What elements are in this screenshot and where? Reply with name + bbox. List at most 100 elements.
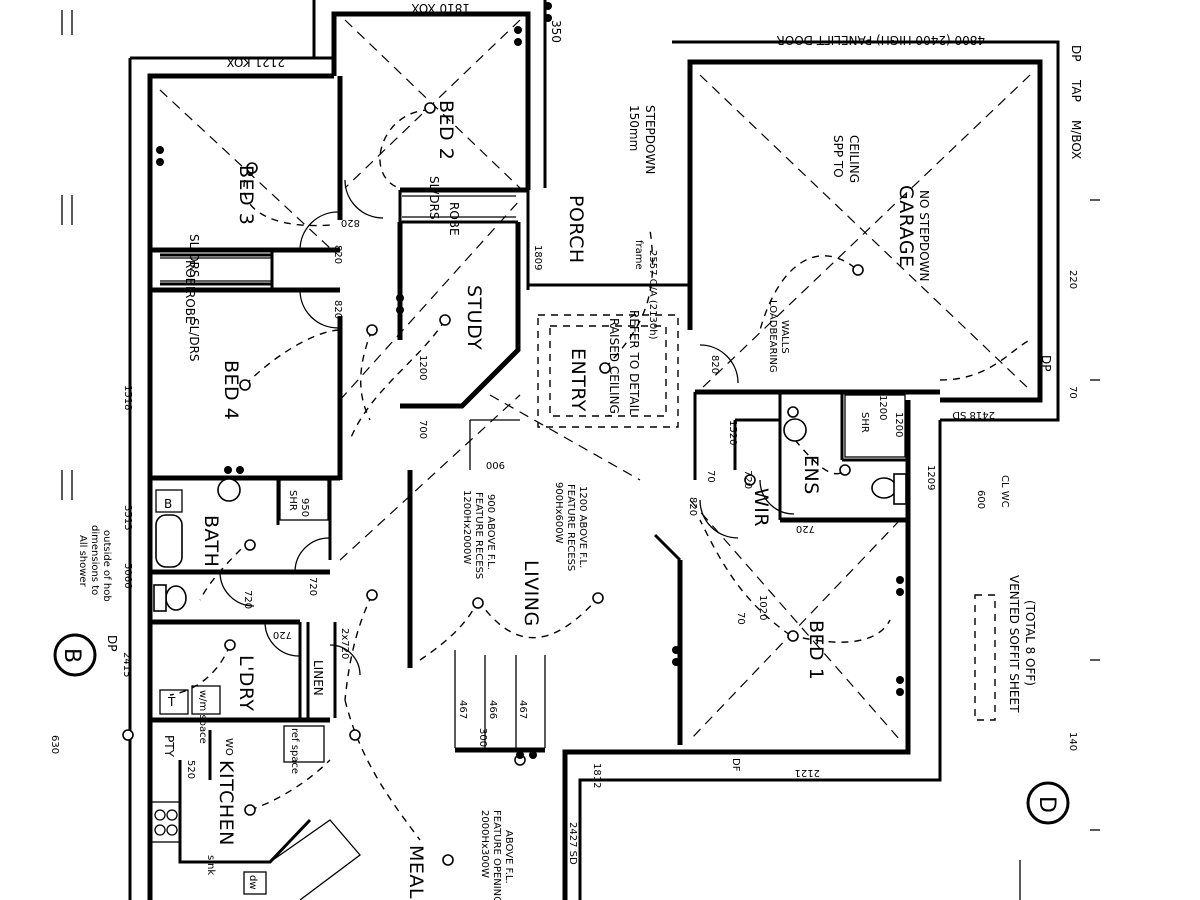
dim-720-c: 720 (273, 629, 292, 640)
room-meals: MEALS (405, 845, 427, 900)
label-ldry-t: T (167, 695, 176, 709)
label-opening-height: ABOVE F.L. (503, 830, 514, 884)
room-bed3: BED 3 (235, 165, 257, 225)
steps (454, 419, 546, 748)
dim-630: 630 (49, 735, 60, 754)
room-ldry: L'DRY (235, 655, 257, 712)
dim-1200-ens: 1200 (877, 395, 888, 420)
dim-1200-ens-2: 1200 (893, 412, 904, 437)
dim-720-e: 720 (742, 470, 753, 489)
room-pty: PTY (162, 735, 176, 758)
external-walls (128, 0, 1060, 900)
label-robe-bed4: ROBE (183, 290, 197, 324)
dim-720-d: 720 (796, 523, 815, 534)
label-df: DF (730, 758, 741, 772)
dim-466: 466 (487, 700, 498, 719)
dim-5066: 5066 (122, 563, 133, 588)
dim-820-d: 820 (709, 355, 720, 374)
dim-1809: 1809 (532, 245, 543, 270)
dim-3513: 3513 (122, 505, 133, 530)
dim-720-a: 720 (307, 577, 318, 596)
room-bed2: BED 2 (435, 100, 457, 160)
dim-2121-kox: 2121 KOX (227, 55, 285, 69)
dim-1812: 1812 (591, 763, 602, 788)
label-panelift: 4800 (2400 HIGH) PANELIFT DOOR (776, 33, 985, 47)
dim-xox-top: 1810 XOX (411, 1, 470, 15)
label-sldrs-bed2: SL/DRS (427, 176, 441, 220)
label-dp-garage: DP (1039, 355, 1053, 371)
label-ref-space: ref space (289, 728, 300, 774)
dim-2x720: 2x720 (339, 628, 350, 659)
label-robe-bed2: ROBE (447, 202, 461, 236)
label-mbox: M/BOX (1069, 120, 1083, 159)
label-bath-b: B (164, 497, 172, 511)
fixtures (149, 394, 907, 900)
dim-350: 350 (549, 20, 563, 43)
dim-1209: 1209 (925, 465, 936, 490)
room-linen: LINEN (311, 660, 325, 696)
dim-900: 900 (486, 459, 505, 470)
grid-marker-d: D (1034, 796, 1059, 813)
label-150mm: 150mm (627, 105, 641, 151)
label-cl-wc: CL WC (999, 475, 1010, 508)
label-dw: dw (247, 875, 258, 890)
label-sink: sink (205, 855, 216, 875)
label-shower-note-2: dimensions to (89, 525, 100, 595)
label-opening-size: 2000Hx300W (479, 810, 490, 878)
label-sldrs-bed4: SL/DRS (187, 318, 201, 362)
dim-1200-study: 1200 (417, 355, 428, 380)
room-garage: GARAGE (895, 185, 917, 268)
dim-820-b: 820 (332, 300, 343, 319)
label-sldrs-bed3: SL/DRS (187, 234, 201, 278)
label-recess2-word: FEATURE RECESS (565, 484, 576, 571)
dim-1520: 1520 (727, 420, 738, 445)
room-bath: BATH (200, 515, 222, 567)
dim-140: 140 (1067, 732, 1078, 751)
label-spp-to: SPP TO (831, 135, 845, 178)
edge-ticks (61, 10, 1100, 900)
label-dp-top: DP (1069, 45, 1083, 61)
label-frame: frame (633, 240, 644, 270)
room-living: LIVING (520, 560, 542, 627)
dim-70-a: 70 (1067, 386, 1078, 399)
room-kitchen: KITCHEN (215, 760, 237, 846)
label-tap: TAP (1069, 79, 1083, 102)
label-opening-word: FEATURE OPENING (491, 810, 502, 900)
room-porch: PORCH (565, 195, 587, 264)
room-entry: ENTRY (567, 348, 589, 412)
dim-2418: 2418 SD (952, 409, 995, 420)
dim-467-b: 467 (517, 700, 528, 719)
dim-2415: 2415 (121, 652, 132, 677)
label-shr-bath: SHR (287, 490, 298, 511)
label-ceiling: CEILING (847, 135, 861, 183)
label-shower-note-1: All shower (77, 535, 88, 588)
label-robe-bed3: ROBE (183, 260, 197, 294)
room-bed4: BED 4 (220, 360, 242, 420)
dim-2121-b: 2121 (795, 767, 820, 778)
dim-700: 700 (417, 420, 428, 439)
dim-1020: 1020 (757, 595, 768, 620)
dim-220: 220 (1067, 270, 1078, 289)
label-stepdown: STEPDOWN (643, 105, 657, 174)
room-bed1: BED 1 (805, 620, 827, 680)
dim-520: 520 (185, 760, 196, 779)
room-labels: BED 3 BED 2 BED 4 STUDY PORCH ENTRY LIVI… (162, 100, 917, 900)
label-dp-left: DP (105, 635, 119, 651)
dim-70-b: 70 (705, 470, 716, 483)
dim-70-c: 70 (735, 612, 746, 625)
electrical-wiring (169, 109, 1031, 841)
light-points (122, 102, 864, 866)
dim-820-a: 820 (332, 245, 343, 264)
label-raised-ceiling: RAISED CEILING, (607, 318, 621, 418)
label-refer-detail: REFER TO DETAIL (627, 310, 641, 415)
dim-820-e: 820 (687, 497, 698, 516)
label-recess1-height: 900 ABOVE F.L. (485, 494, 496, 570)
doors (160, 179, 795, 676)
label-recess2-size: 900Hx600W (553, 482, 564, 544)
dim-1518: 1518 (122, 385, 133, 410)
label-total-8-off: (TOTAL 8 OFF) (1023, 600, 1037, 686)
label-no-stepdown: NO STEPDOWN (917, 190, 931, 282)
internal-walls (150, 76, 940, 753)
annotations: ROBE ROBE ROBE SL/DRS SL/DRS SL/DRS SHR … (77, 33, 1083, 900)
